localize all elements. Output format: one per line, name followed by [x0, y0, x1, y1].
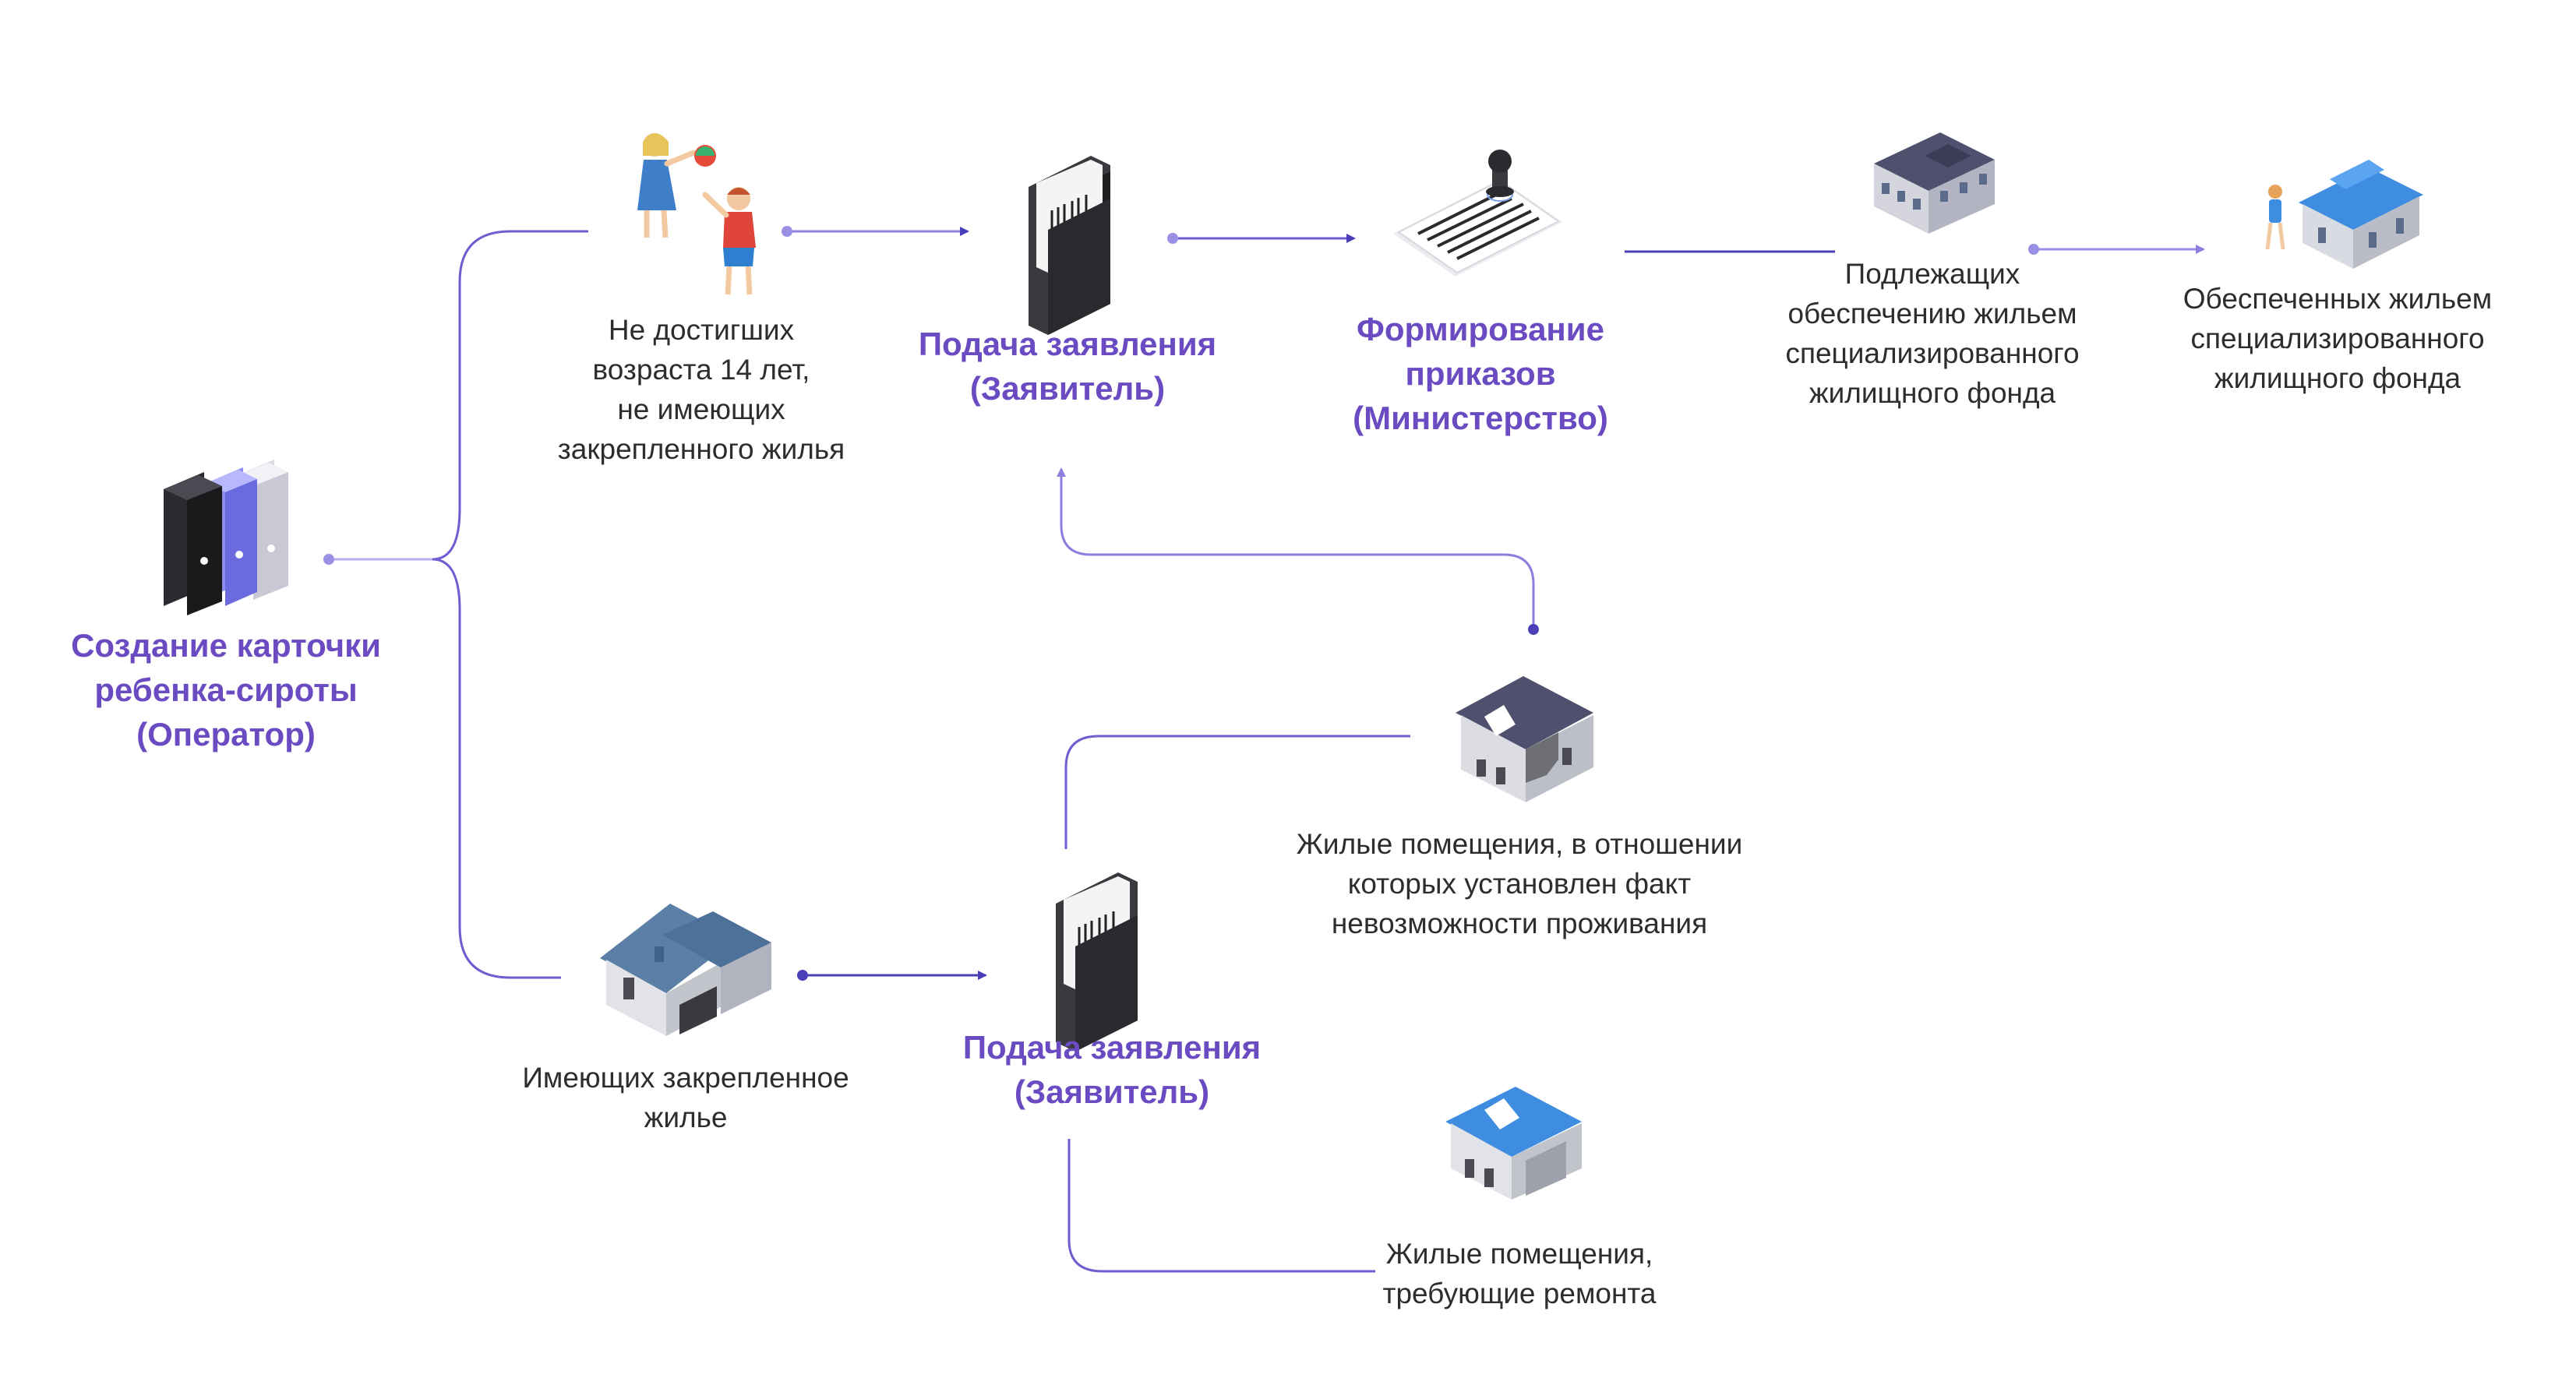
house-with-child-icon	[2265, 160, 2423, 269]
node-create-card: Создание карточки ребенка-сироты (Операт…	[23, 623, 429, 756]
connectors	[323, 226, 2205, 1273]
node-label-line: приказов	[1405, 355, 1556, 392]
document-folder-icon	[1029, 156, 1110, 335]
connector-dot	[797, 970, 808, 981]
apartment-building-icon	[1874, 132, 1995, 234]
node-label-line: (Оператор)	[136, 716, 316, 752]
node-label-line: (Заявитель)	[969, 370, 1166, 407]
node-label-line: требующие ремонта	[1382, 1278, 1657, 1309]
node-label-line: (Заявитель)	[1014, 1073, 1210, 1110]
document-folder-icon	[1056, 872, 1138, 1052]
node-uninhabitable: Жилые помещения, в отношении которых уст…	[1278, 824, 1761, 943]
node-label-line: Жилые помещения, в отношении	[1296, 828, 1743, 860]
house-needing-repair-icon	[1445, 1087, 1582, 1200]
connector-dot	[1528, 624, 1539, 635]
node-label-line: возраста 14 лет,	[592, 354, 810, 386]
house-icon	[600, 904, 771, 1036]
node-label-line: закрепленного жилья	[557, 433, 845, 465]
node-label-line: Подача заявления	[918, 326, 1217, 362]
node-application-bottom: Подача заявления (Заявитель)	[917, 1025, 1307, 1114]
node-label-line: (Министерство)	[1353, 400, 1608, 436]
node-label-line: Подлежащих	[1844, 258, 2020, 290]
connector-bracket	[432, 230, 588, 979]
node-orders: Формирование приказов (Министерство)	[1286, 307, 1675, 440]
connector-dot	[782, 226, 792, 237]
node-label-line: которых установлен факт	[1347, 868, 1692, 900]
node-label-line: Жилые помещения,	[1385, 1238, 1653, 1270]
node-label-line: невозможности проживания	[1331, 907, 1708, 939]
node-label-line: не имеющих	[617, 393, 785, 425]
node-label-line: Подача заявления	[962, 1029, 1262, 1066]
node-label-line: ребенка-сироты	[94, 671, 358, 708]
connector-dot	[323, 554, 334, 565]
node-label-line: специализированного	[2190, 322, 2485, 354]
node-label-line: обеспечению жильем	[1787, 298, 2077, 330]
binders-icon	[164, 460, 288, 615]
node-subject-to-housing: Подлежащих обеспечению жильем специализи…	[1738, 254, 2127, 413]
connector-application-to-uninhabitable	[1064, 735, 1410, 849]
node-under-14: Не достигших возраста 14 лет, не имеющих…	[499, 310, 904, 469]
node-label-line: специализированного	[1785, 337, 2080, 369]
node-label-line: Создание карточки	[71, 627, 381, 664]
connector-uninhabitable-to-application	[1057, 467, 1535, 624]
node-application-top: Подача заявления (Заявитель)	[873, 322, 1262, 411]
children-playing-icon	[637, 133, 756, 295]
node-provided-housing: Обеспеченных жильем специализированного …	[2143, 279, 2532, 398]
connector-dot	[2028, 244, 2039, 255]
node-has-housing: Имеющих закрепленное жилье	[491, 1058, 880, 1137]
node-label-line: жилье	[644, 1101, 728, 1133]
node-label-line: Формирование	[1357, 311, 1604, 347]
node-needs-repair: Жилые помещения, требующие ремонта	[1325, 1234, 1714, 1313]
damaged-house-icon	[1456, 676, 1593, 802]
node-label-line: Не достигших	[608, 314, 795, 346]
node-label-line: жилищного фонда	[2214, 362, 2461, 394]
node-label-line: жилищного фонда	[1808, 377, 2056, 409]
connector-dot	[1167, 233, 1178, 244]
stamped-document-icon	[1393, 150, 1562, 277]
connector-application-to-repair	[1067, 1139, 1375, 1273]
node-label-line: Обеспеченных жильем	[2183, 283, 2493, 315]
node-label-line: Имеющих закрепленное	[522, 1062, 849, 1094]
